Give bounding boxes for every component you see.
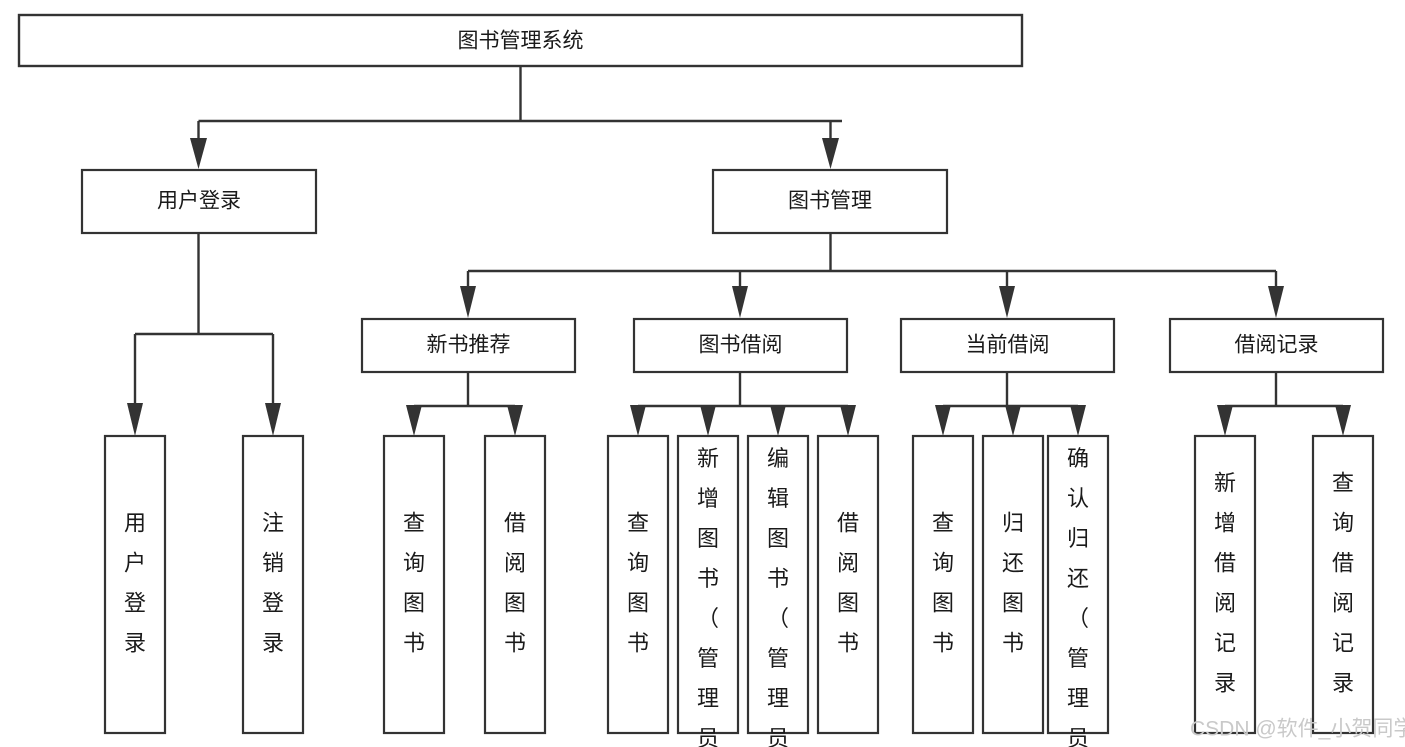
node-leaf-query-book-2[interactable]: 查询图书 xyxy=(606,434,670,735)
node-leaf-confirm-return-box[interactable] xyxy=(1046,434,1110,735)
node-leaf-edit-book-box[interactable] xyxy=(746,434,810,735)
arrow-head-leaf-query-record xyxy=(1335,405,1351,436)
node-leaf-query-book-2-label: 查询图书 xyxy=(627,510,649,655)
node-leaf-confirm-return-label: 确认归还（管理员） xyxy=(1067,446,1089,747)
node-leaf-query-record[interactable]: 查询借阅记录 xyxy=(1311,434,1375,735)
node-leaf-user-logout[interactable]: 注销登录 xyxy=(241,434,305,735)
node-book-borrow-label: 图书借阅 xyxy=(699,334,783,357)
node-leaf-borrow-book-1[interactable]: 借阅图书 xyxy=(483,434,547,735)
node-leaf-return-book[interactable]: 归还图书 xyxy=(981,434,1045,735)
connector-layer xyxy=(127,66,1351,436)
node-leaf-user-login[interactable]: 用户登录 xyxy=(103,434,167,735)
node-user-login-label: 用户登录 xyxy=(157,190,241,213)
node-root[interactable]: 图书管理系统 xyxy=(17,13,1024,68)
node-book-borrow-box[interactable] xyxy=(632,317,849,374)
node-book-management-box[interactable] xyxy=(711,168,949,235)
node-current-borrow[interactable]: 当前借阅 xyxy=(899,317,1116,374)
node-book-management[interactable]: 图书管理 xyxy=(711,168,949,235)
node-leaf-confirm-return[interactable]: 确认归还（管理员） xyxy=(1046,434,1110,747)
arrow-head-user-login xyxy=(190,138,207,169)
node-new-book-recommend-label: 新书推荐 xyxy=(427,334,511,357)
arrow-head-leaf-add-book xyxy=(700,405,716,436)
arrow-head-leaf-confirm-return xyxy=(1070,405,1086,436)
node-leaf-add-book-label: 新增图书（管理员） xyxy=(697,446,719,747)
arrow-head-leaf-user-logout xyxy=(265,403,281,436)
node-leaf-add-book-box[interactable] xyxy=(676,434,740,735)
arrow-head-leaf-user-login xyxy=(127,403,143,436)
node-leaf-query-book-2-box[interactable] xyxy=(606,434,670,735)
node-new-book-recommend[interactable]: 新书推荐 xyxy=(360,317,577,374)
node-current-borrow-label: 当前借阅 xyxy=(966,334,1050,357)
arrow-head-current-borrow xyxy=(999,286,1015,318)
node-leaf-user-logout-box[interactable] xyxy=(241,434,305,735)
node-leaf-edit-book[interactable]: 编辑图书（管理员） xyxy=(746,434,810,747)
node-leaf-add-record-label: 新增借阅记录 xyxy=(1214,470,1236,695)
node-root-label: 图书管理系统 xyxy=(458,30,584,53)
node-user-login-box[interactable] xyxy=(80,168,318,235)
node-leaf-borrow-book-1-label: 借阅图书 xyxy=(504,510,526,655)
arrow-head-leaf-query-book-3 xyxy=(935,405,951,436)
node-leaf-query-book-3-box[interactable] xyxy=(911,434,975,735)
node-leaf-add-book[interactable]: 新增图书（管理员） xyxy=(676,434,740,747)
csdn-watermark: CSDN @软件_小贺同学 xyxy=(1190,718,1405,741)
arrow-head-leaf-edit-book xyxy=(770,405,786,436)
node-book-management-label: 图书管理 xyxy=(788,190,872,213)
node-leaf-user-login-label: 用户登录 xyxy=(124,510,146,655)
node-leaf-query-book-1-box[interactable] xyxy=(382,434,446,735)
arrow-head-leaf-borrow-book-1 xyxy=(507,405,523,436)
node-leaf-edit-book-label: 编辑图书（管理员） xyxy=(767,446,789,747)
arrow-head-leaf-borrow-book-2 xyxy=(840,405,856,436)
arrow-head-book-management xyxy=(822,138,839,169)
arrow-head-leaf-query-book-2 xyxy=(630,405,646,436)
node-book-borrow[interactable]: 图书借阅 xyxy=(632,317,849,374)
node-leaf-borrow-book-2-label: 借阅图书 xyxy=(837,510,859,655)
arrow-head-borrow-record xyxy=(1268,286,1284,318)
arrow-head-new-book-recommend xyxy=(460,286,476,318)
node-leaf-query-record-box[interactable] xyxy=(1311,434,1375,735)
node-leaf-return-book-box[interactable] xyxy=(981,434,1045,735)
node-leaf-query-book-1-label: 查询图书 xyxy=(403,510,425,655)
node-leaf-borrow-book-2[interactable]: 借阅图书 xyxy=(816,434,880,735)
node-new-book-recommend-box[interactable] xyxy=(360,317,577,374)
node-user-login[interactable]: 用户登录 xyxy=(80,168,318,235)
node-leaf-query-book-3[interactable]: 查询图书 xyxy=(911,434,975,735)
node-leaf-return-book-label: 归还图书 xyxy=(1002,510,1024,655)
node-leaf-query-book-1[interactable]: 查询图书 xyxy=(382,434,446,735)
node-borrow-record-box[interactable] xyxy=(1168,317,1385,374)
node-leaf-query-book-3-label: 查询图书 xyxy=(932,510,954,655)
node-borrow-record-label: 借阅记录 xyxy=(1235,334,1319,357)
arrow-head-leaf-return-book xyxy=(1005,405,1021,436)
node-root-box[interactable] xyxy=(17,13,1024,68)
node-leaf-add-record-box[interactable] xyxy=(1193,434,1257,735)
node-current-borrow-box[interactable] xyxy=(899,317,1116,374)
arrow-head-leaf-add-record xyxy=(1217,405,1233,436)
node-borrow-record[interactable]: 借阅记录 xyxy=(1168,317,1385,374)
arrow-head-leaf-query-book-1 xyxy=(406,405,422,436)
node-leaf-user-login-box[interactable] xyxy=(103,434,167,735)
node-leaf-add-record[interactable]: 新增借阅记录 xyxy=(1193,434,1257,735)
node-leaf-borrow-book-2-box[interactable] xyxy=(816,434,880,735)
arrow-head-book-borrow xyxy=(732,286,748,318)
node-leaf-user-logout-label: 注销登录 xyxy=(262,510,284,655)
node-leaf-query-record-label: 查询借阅记录 xyxy=(1332,470,1354,695)
node-leaf-borrow-book-1-box[interactable] xyxy=(483,434,547,735)
